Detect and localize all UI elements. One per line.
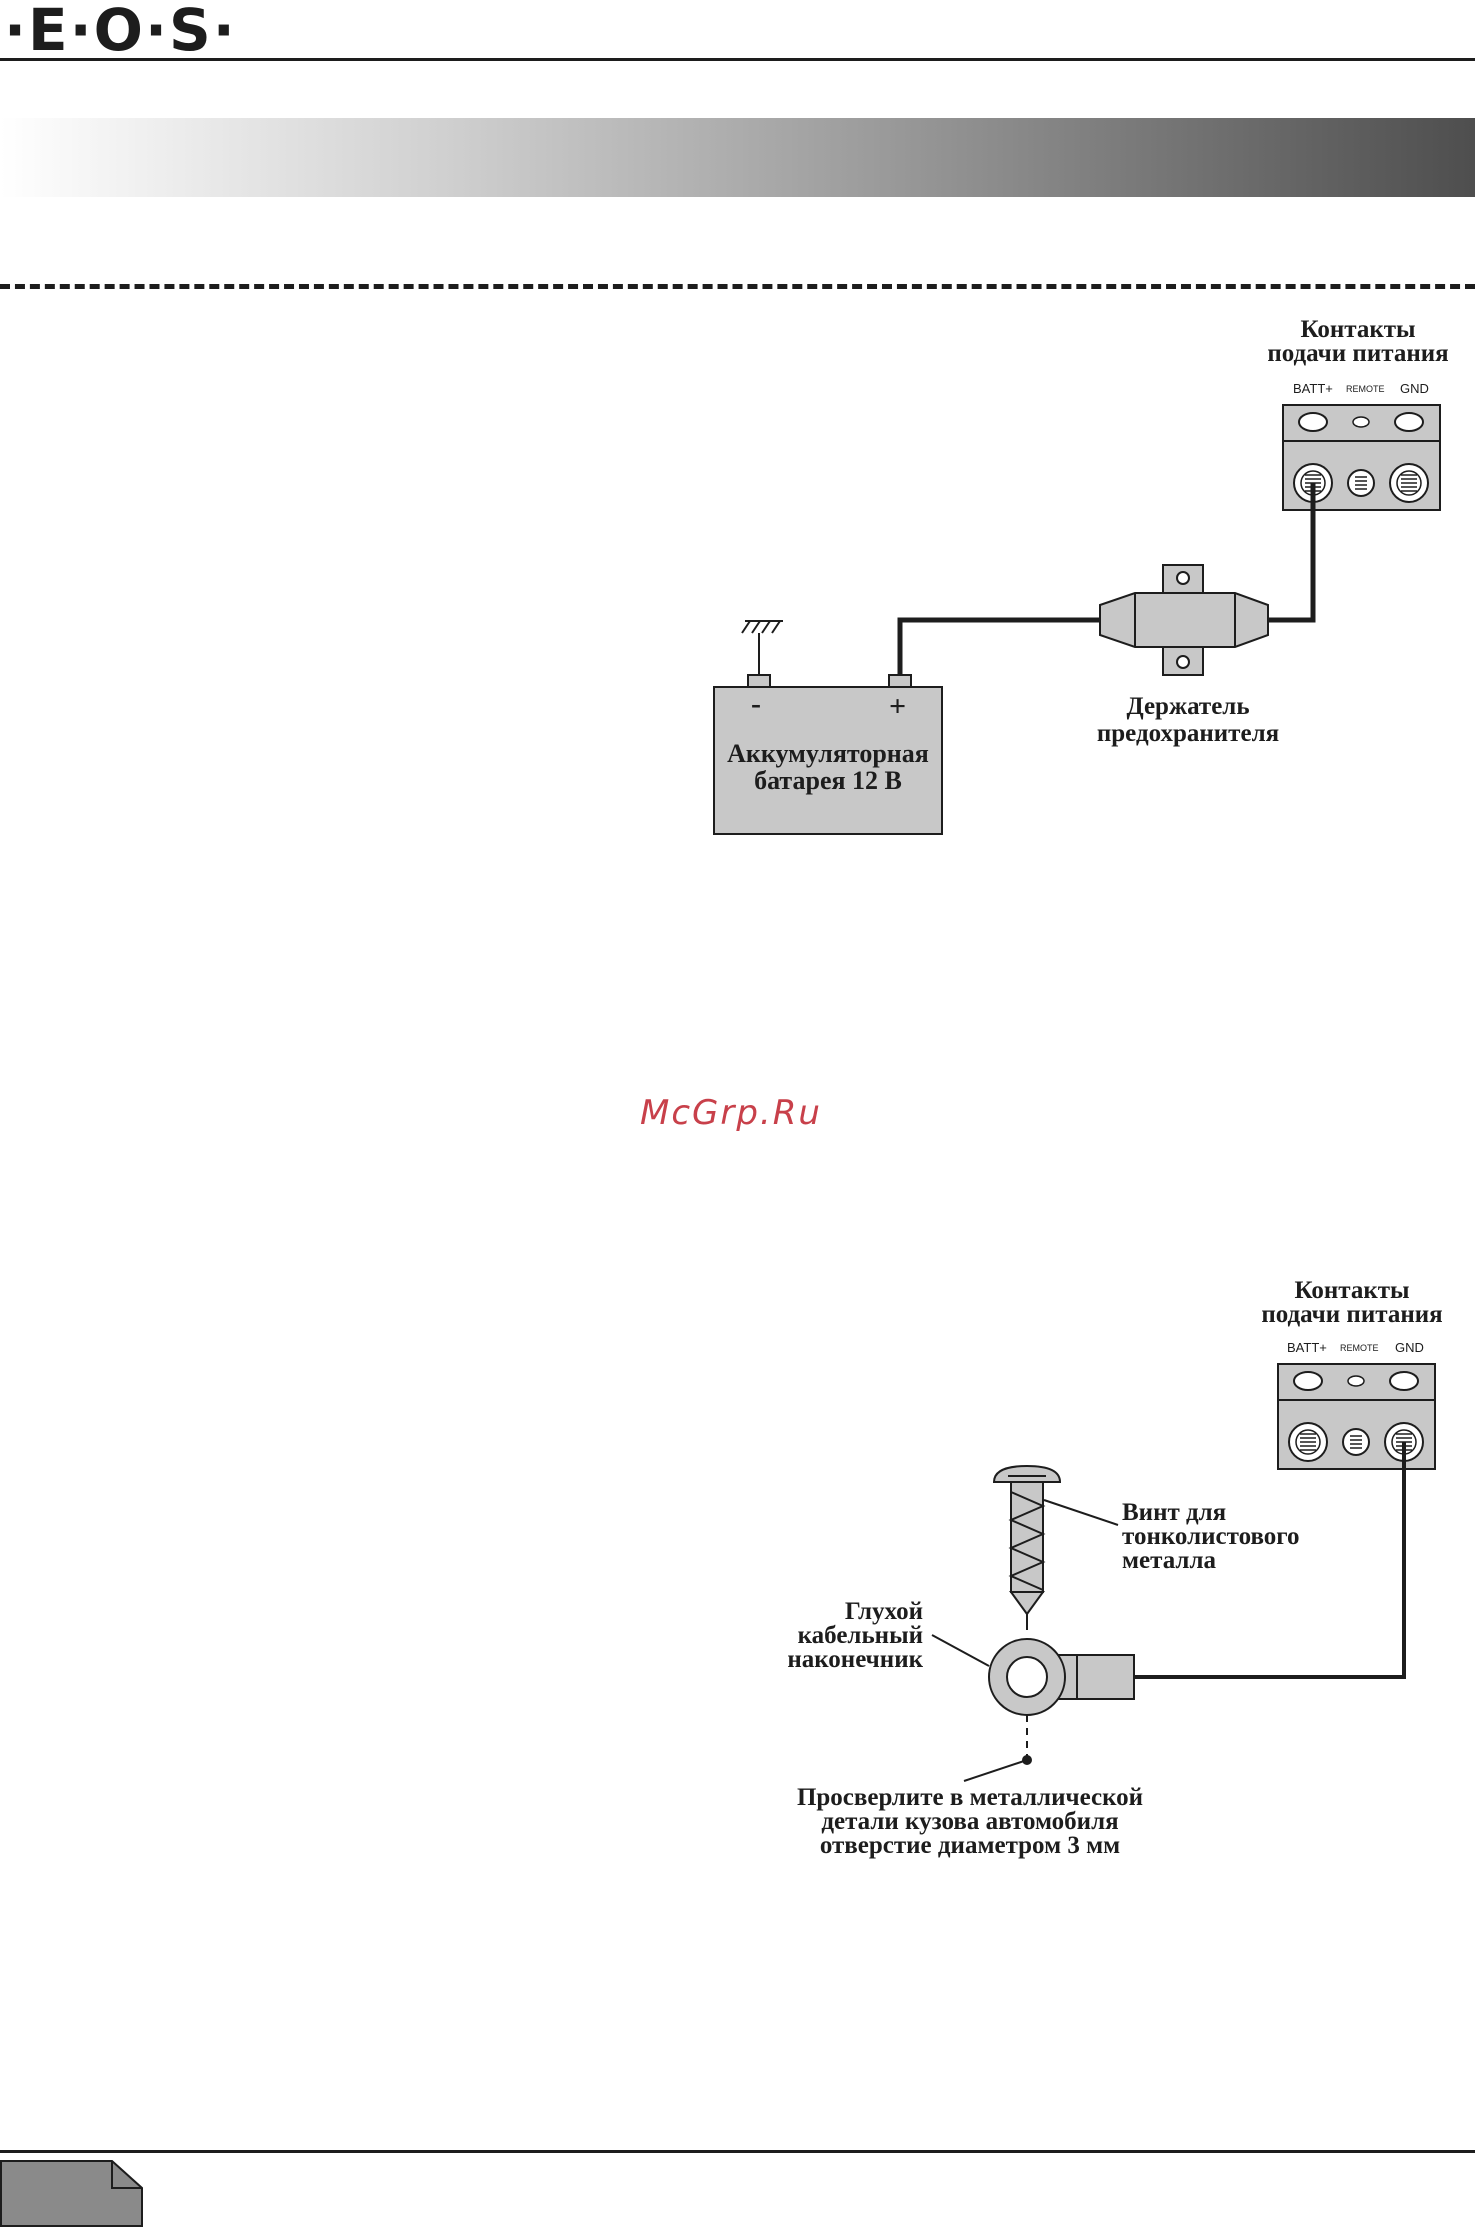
fuse-holder-label: Держатель предохранителя — [1070, 693, 1306, 747]
batt-plus-label-2: BATT+ — [1287, 1340, 1327, 1355]
ring-lug-label: Глухой кабельный наконечник — [730, 1600, 923, 1672]
gnd-label-2: GND — [1395, 1340, 1424, 1355]
fuse-holder-icon — [1100, 565, 1268, 675]
drill-instruction-label: Просверлите в металлической детали кузов… — [760, 1786, 1180, 1858]
watermark: McGrp.Ru — [640, 1093, 850, 1133]
terminal-block-icon — [1283, 405, 1440, 510]
remote-label-2: REMOTE — [1340, 1343, 1379, 1353]
battery-label: Аккумуляторная батарея 12 В — [714, 740, 942, 794]
battery-plus-sign: + — [889, 692, 906, 722]
ground-symbol-icon — [742, 621, 783, 675]
batt-plus-label: BATT+ — [1293, 381, 1333, 396]
power-contacts-title: Контакты подачи питания — [1240, 318, 1475, 366]
gnd-label: GND — [1400, 381, 1429, 396]
footer-rule — [0, 2150, 1475, 2153]
terminal-block-icon — [1278, 1364, 1435, 1469]
page-tab-icon — [0, 2160, 150, 2227]
power-contacts-title-2: Контакты подачи питания — [1234, 1279, 1470, 1327]
screw-label: Винт для тонколистового металла — [1122, 1501, 1300, 1573]
screw-icon — [994, 1466, 1060, 1630]
battery-wire — [900, 620, 1100, 676]
battery-minus-sign: - — [751, 689, 761, 719]
ring-lug-icon — [989, 1639, 1134, 1715]
remote-label: REMOTE — [1346, 384, 1385, 394]
